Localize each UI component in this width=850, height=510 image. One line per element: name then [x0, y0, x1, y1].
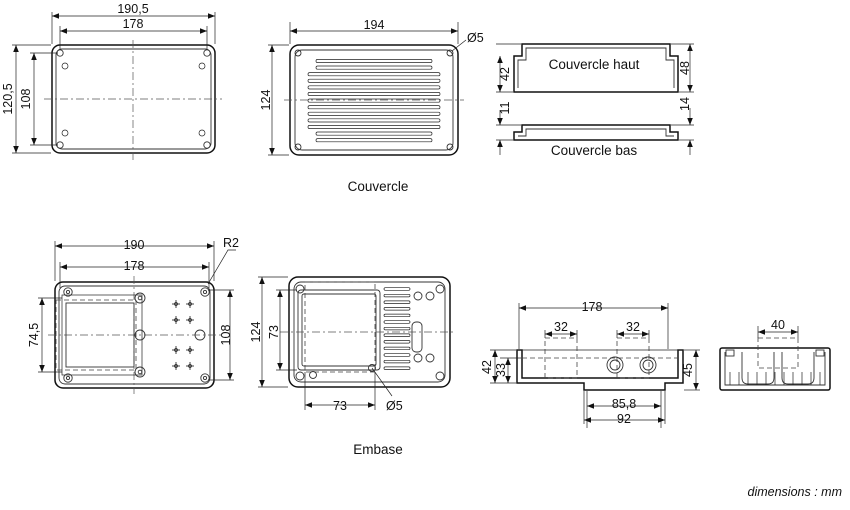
- crosshair-mark: [172, 300, 180, 308]
- dim-cover-top-height-48: 48: [678, 61, 692, 75]
- crosshair-mark: [172, 346, 180, 354]
- dim-cover-top-width: 194: [364, 18, 385, 32]
- cover-ribs: [307, 59, 441, 143]
- base-top-view: 124 73 73 Ø5: [249, 276, 456, 413]
- dim-base-width-holes: 178: [124, 259, 145, 273]
- crosshair-mark: [172, 362, 180, 370]
- rib: [383, 366, 411, 370]
- dim-side-width-85-8: 85,8: [612, 397, 636, 411]
- dim-base-top-inner: 73: [267, 325, 281, 339]
- rib: [383, 320, 411, 324]
- rib: [315, 65, 433, 70]
- caption-couvercle: Couvercle: [348, 179, 409, 194]
- base-underside-view: 190 178 R2 74,5 108: [27, 236, 239, 394]
- dim-cover-top-height: 124: [259, 90, 273, 111]
- dim-side-height-42: 42: [480, 360, 494, 374]
- dim-cover-bottom-height-14: 14: [678, 97, 692, 111]
- dim-base-radius: R2: [223, 236, 239, 250]
- rib: [383, 300, 411, 304]
- dim-base-width-outer: 190: [124, 238, 145, 252]
- cover-top-view: 194 124 Ø5: [259, 18, 484, 156]
- rib: [307, 72, 441, 77]
- rib: [383, 293, 411, 298]
- dim-side-width: 178: [582, 300, 603, 314]
- units-note: dimensions : mm: [748, 485, 842, 499]
- dim-side-height-45: 45: [681, 363, 695, 377]
- base-top-ribs: [383, 287, 411, 370]
- rib: [307, 92, 441, 96]
- label-couvercle-bas: Couvercle bas: [551, 143, 638, 158]
- cover-screw-holes: [56, 49, 211, 149]
- rib: [315, 59, 433, 63]
- rib: [307, 98, 441, 103]
- rib: [383, 307, 411, 311]
- rib: [383, 333, 411, 337]
- rib: [383, 287, 411, 291]
- rib: [315, 138, 433, 143]
- rib: [307, 118, 441, 123]
- crosshair-mark: [186, 346, 194, 354]
- rib: [307, 111, 441, 116]
- dim-cover-width-outer: 190,5: [117, 2, 148, 16]
- end-view-ribs: [729, 372, 821, 385]
- base-mounting-holes: [63, 287, 210, 383]
- base-side-view: 178 32 32 42 33 45 85,8 92: [480, 300, 700, 428]
- label-couvercle-haut: Couvercle haut: [549, 57, 640, 72]
- crosshair-mark: [186, 316, 194, 324]
- dim-base-top-height: 124: [249, 322, 263, 343]
- base-end-view: 40: [719, 318, 831, 391]
- dim-side-height-33: 33: [494, 363, 508, 377]
- crosshair-mark: [172, 316, 180, 324]
- dim-cover-height-outer: 120,5: [1, 83, 15, 114]
- dim-cover-hole-diameter: Ø5: [467, 31, 484, 45]
- cover-profiles-view: 42 48 11 14 Couvercle haut Couvercle bas: [496, 43, 694, 158]
- dim-side-width-92: 92: [617, 412, 631, 426]
- rib: [383, 359, 411, 364]
- rib: [383, 346, 411, 351]
- rib: [383, 340, 411, 344]
- base-top-holes: [295, 284, 445, 381]
- dim-cover-height-holes: 108: [19, 89, 33, 110]
- cover-underside-view: 190,5 178 120,5 108: [1, 2, 222, 160]
- dim-cover-top-height-42: 42: [498, 67, 512, 81]
- base-crosshair-marks: [172, 300, 194, 370]
- rib: [307, 78, 441, 83]
- crosshair-mark: [186, 362, 194, 370]
- rib: [307, 85, 441, 90]
- dim-end-width: 40: [771, 318, 785, 332]
- rib: [307, 105, 441, 110]
- rib: [383, 313, 411, 318]
- rib: [383, 326, 411, 331]
- rib: [307, 125, 441, 129]
- caption-embase: Embase: [353, 442, 403, 457]
- dim-base-hole-diameter: Ø5: [386, 399, 403, 413]
- rib: [315, 131, 433, 136]
- dim-cover-bottom-height-11: 11: [498, 101, 512, 114]
- dim-cover-width-holes: 178: [123, 17, 144, 31]
- dim-base-hole-pitch: 74,5: [27, 323, 41, 347]
- dim-base-height-holes: 108: [219, 325, 233, 346]
- dim-base-top-bottom: 73: [333, 399, 347, 413]
- crosshair-mark: [186, 300, 194, 308]
- dim-side-gap-right: 32: [626, 320, 640, 334]
- rib: [383, 353, 411, 357]
- dim-side-gap-left: 32: [554, 320, 568, 334]
